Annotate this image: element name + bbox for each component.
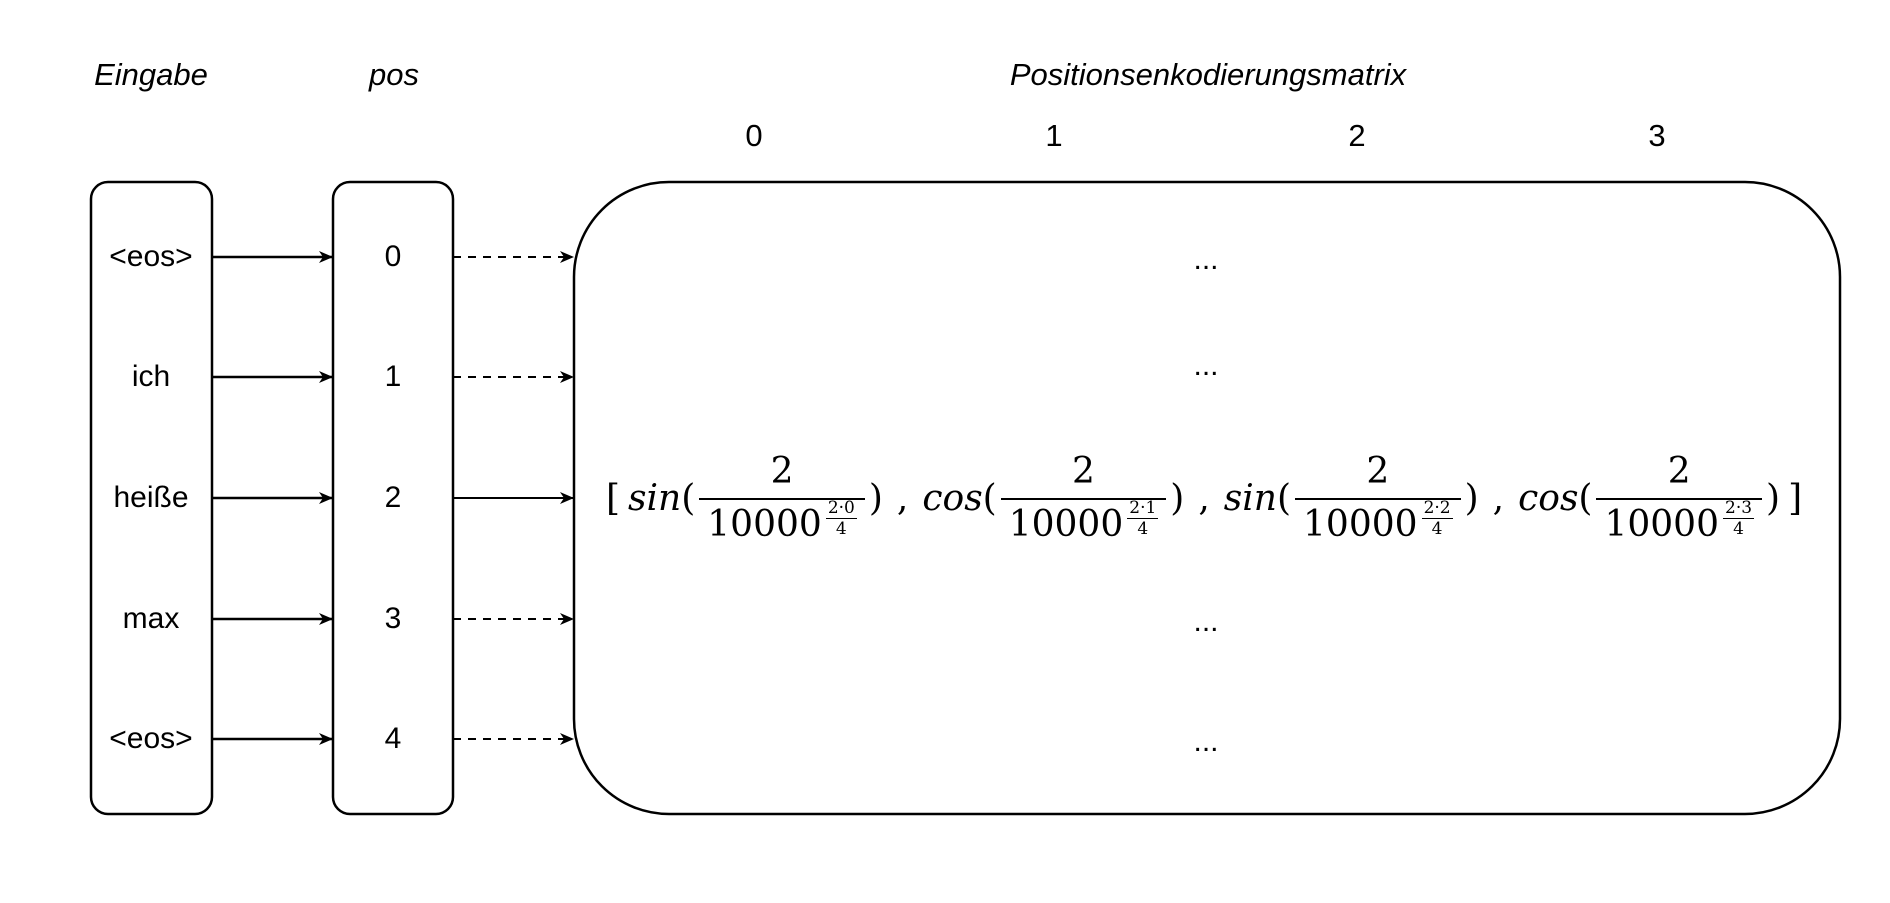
base: 10000 (1303, 504, 1418, 545)
matrix-box (572, 180, 1842, 816)
input-token: max (122, 602, 180, 635)
input-token: <eos> (109, 240, 193, 273)
separator: , (1492, 477, 1505, 519)
position-index: 2 (384, 481, 402, 514)
input-token: <eos> (109, 722, 193, 755)
open-bracket: [ (606, 477, 621, 519)
base: 10000 (1008, 504, 1124, 545)
function-name: cos (1518, 477, 1579, 519)
ellipsis-row: ... (1193, 725, 1219, 758)
exponent-numerator: 2·0 (825, 498, 857, 519)
exponent-denominator: 4 (835, 519, 847, 539)
matrix-title: Positionsenkodierungsmatrix (1009, 57, 1407, 92)
exponent-numerator: 2·1 (1127, 498, 1159, 519)
position-index: 3 (384, 602, 402, 635)
function-name: sin (628, 477, 682, 519)
numerator: 2 (1366, 451, 1390, 492)
column-header: 0 (745, 118, 763, 153)
close-bracket: ] (1788, 477, 1803, 519)
base: 10000 (707, 504, 822, 545)
exponent-numerator: 2·3 (1723, 498, 1755, 519)
exponent-denominator: 4 (1733, 519, 1744, 539)
ellipsis-row: ... (1193, 243, 1219, 276)
ellipsis-row: ... (1193, 605, 1219, 638)
base: 10000 (1604, 504, 1719, 545)
input-title: Eingabe (94, 57, 208, 92)
position-index: 4 (384, 722, 402, 755)
column-header: 2 (1348, 118, 1366, 153)
separator: , (1198, 477, 1210, 519)
numerator: 2 (1072, 451, 1095, 492)
exponent-denominator: 4 (1137, 519, 1149, 539)
ellipsis-row: ... (1193, 349, 1219, 382)
separator: , (896, 477, 909, 519)
pos-title: pos (369, 57, 419, 92)
numerator: 2 (1667, 451, 1691, 492)
function-name: cos (922, 477, 983, 519)
function-name: sin (1223, 477, 1277, 519)
position-index: 0 (384, 240, 402, 273)
column-header: 1 (1045, 118, 1063, 153)
exponent-denominator: 4 (1431, 519, 1443, 539)
input-token: ich (131, 360, 171, 393)
position-index: 1 (384, 360, 402, 393)
column-header: 3 (1648, 118, 1666, 153)
input-token: heiße (113, 481, 189, 514)
exponent-numerator: 2·2 (1421, 498, 1453, 519)
numerator: 2 (770, 451, 794, 492)
